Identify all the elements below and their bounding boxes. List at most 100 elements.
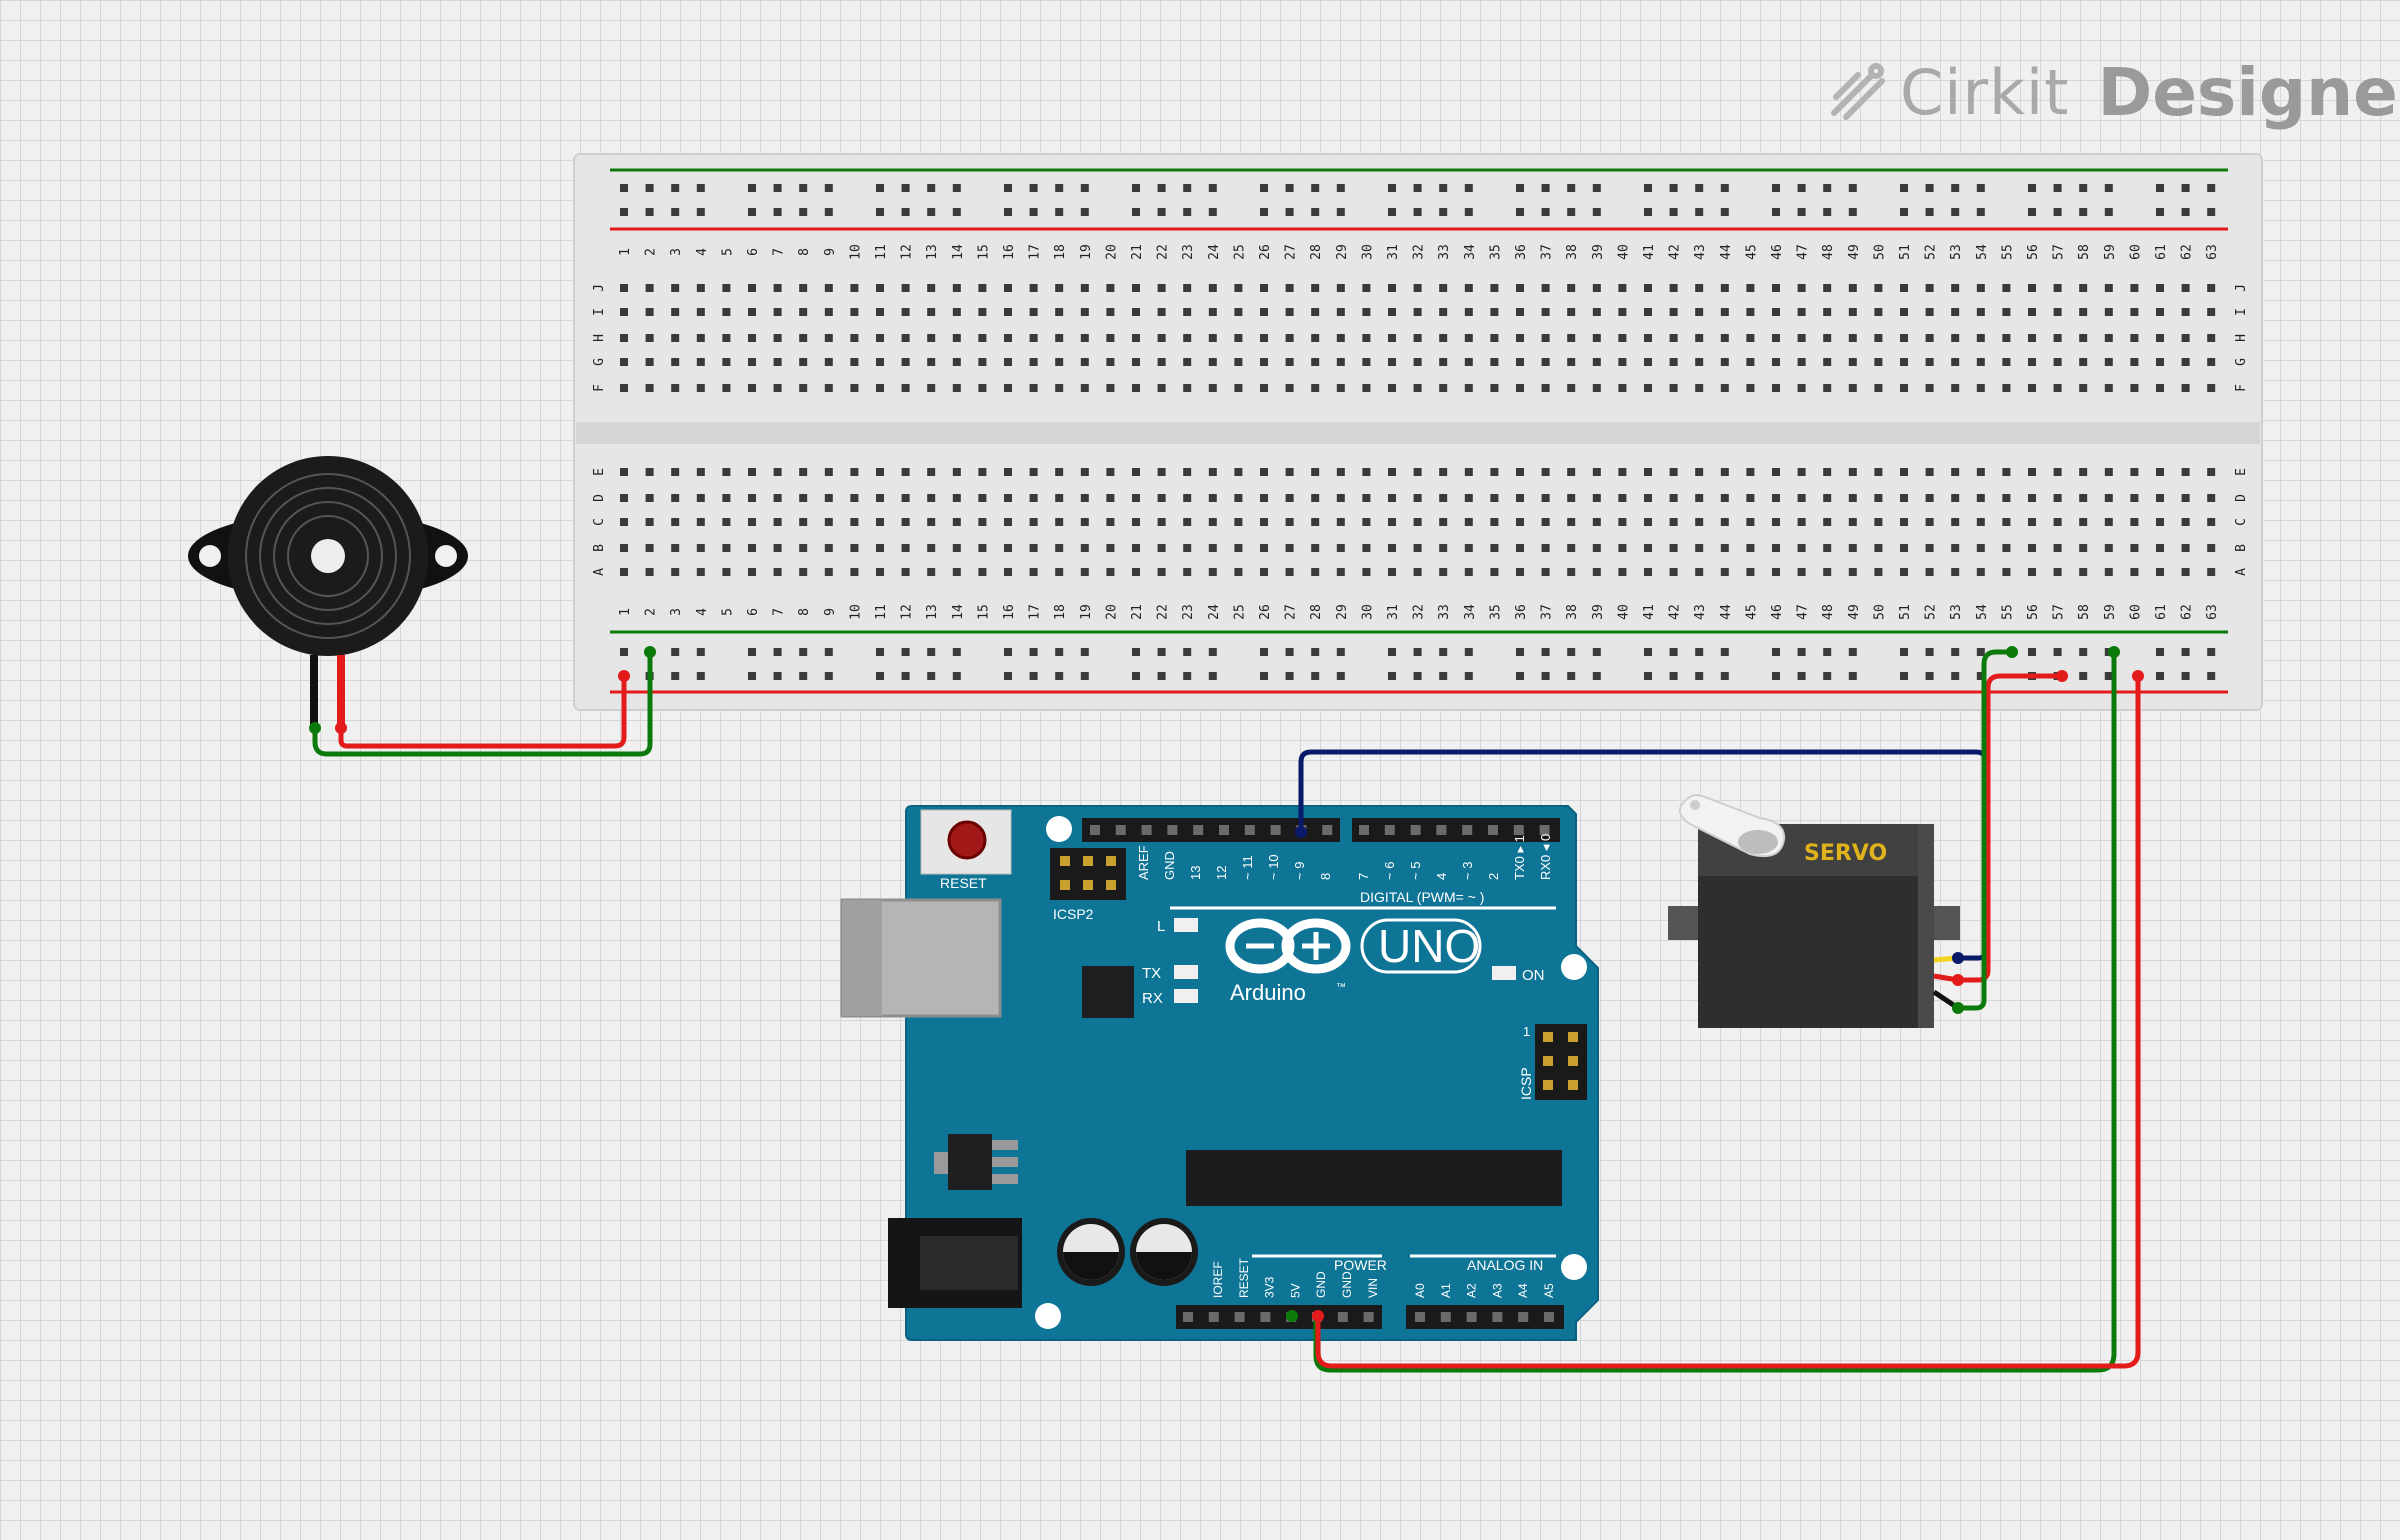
header-pin-hole[interactable] bbox=[1141, 825, 1152, 835]
breadboard-hole[interactable] bbox=[722, 518, 731, 526]
breadboard-hole[interactable] bbox=[1746, 358, 1755, 366]
breadboard-hole[interactable] bbox=[1439, 518, 1448, 526]
breadboard-hole[interactable] bbox=[1592, 544, 1601, 552]
rail-hole[interactable] bbox=[1029, 648, 1038, 656]
breadboard-hole[interactable] bbox=[696, 544, 705, 552]
breadboard-hole[interactable] bbox=[2028, 284, 2036, 292]
breadboard-hole[interactable] bbox=[1797, 544, 1806, 552]
breadboard-hole[interactable] bbox=[1567, 334, 1576, 342]
rail-hole[interactable] bbox=[1208, 648, 1217, 656]
rail-hole[interactable] bbox=[773, 648, 782, 656]
breadboard-hole[interactable] bbox=[1183, 468, 1192, 476]
breadboard-hole[interactable] bbox=[2156, 518, 2164, 526]
breadboard-hole[interactable] bbox=[2002, 358, 2011, 366]
breadboard-hole[interactable] bbox=[1362, 468, 1371, 476]
rail-hole[interactable] bbox=[952, 648, 961, 656]
breadboard-hole[interactable] bbox=[1669, 334, 1678, 342]
breadboard-hole[interactable] bbox=[671, 468, 680, 476]
breadboard-hole[interactable] bbox=[1413, 358, 1422, 366]
breadboard-hole[interactable] bbox=[1029, 308, 1038, 316]
rail-hole[interactable] bbox=[1823, 208, 1832, 216]
breadboard-hole[interactable] bbox=[1797, 468, 1806, 476]
rail-hole[interactable] bbox=[1772, 672, 1780, 680]
rail-hole[interactable] bbox=[2156, 648, 2164, 656]
breadboard-hole[interactable] bbox=[1976, 568, 1985, 576]
breadboard-hole[interactable] bbox=[1208, 468, 1217, 476]
breadboard-hole[interactable] bbox=[876, 544, 884, 552]
rail-hole[interactable] bbox=[748, 648, 756, 656]
rail-hole[interactable] bbox=[1439, 208, 1448, 216]
breadboard-hole[interactable] bbox=[1362, 568, 1371, 576]
breadboard-hole[interactable] bbox=[748, 468, 756, 476]
breadboard-hole[interactable] bbox=[1234, 544, 1243, 552]
breadboard-hole[interactable] bbox=[1285, 518, 1294, 526]
breadboard-hole[interactable] bbox=[2053, 544, 2062, 552]
breadboard-hole[interactable] bbox=[1900, 468, 1908, 476]
breadboard-hole[interactable] bbox=[1976, 334, 1985, 342]
breadboard-hole[interactable] bbox=[2207, 468, 2216, 476]
breadboard-hole[interactable] bbox=[2156, 358, 2164, 366]
breadboard-hole[interactable] bbox=[1823, 308, 1832, 316]
wire-buzzer-gnd[interactable] bbox=[312, 652, 653, 757]
rail-hole[interactable] bbox=[799, 208, 808, 216]
breadboard-hole[interactable] bbox=[1900, 544, 1908, 552]
breadboard-hole[interactable] bbox=[1260, 334, 1268, 342]
breadboard-hole[interactable] bbox=[773, 494, 782, 502]
rail-hole[interactable] bbox=[1311, 208, 1320, 216]
breadboard-hole[interactable] bbox=[1848, 568, 1857, 576]
breadboard-hole[interactable] bbox=[1695, 568, 1704, 576]
rail-hole[interactable] bbox=[876, 184, 884, 192]
breadboard-hole[interactable] bbox=[1260, 494, 1268, 502]
breadboard-hole[interactable] bbox=[1311, 494, 1320, 502]
breadboard-hole[interactable] bbox=[1106, 468, 1115, 476]
breadboard-hole[interactable] bbox=[1004, 358, 1012, 366]
rail-hole[interactable] bbox=[2156, 208, 2164, 216]
breadboard-hole[interactable] bbox=[1336, 518, 1345, 526]
breadboard-hole[interactable] bbox=[2130, 468, 2139, 476]
breadboard-hole[interactable] bbox=[1848, 308, 1857, 316]
header-pin-hole[interactable] bbox=[1518, 1312, 1529, 1322]
breadboard-hole[interactable] bbox=[1900, 334, 1908, 342]
breadboard-hole[interactable] bbox=[1106, 384, 1115, 392]
breadboard-hole[interactable] bbox=[1055, 544, 1064, 552]
breadboard-hole[interactable] bbox=[2181, 308, 2190, 316]
breadboard-hole[interactable] bbox=[1080, 568, 1089, 576]
rail-hole[interactable] bbox=[1541, 184, 1550, 192]
breadboard-hole[interactable] bbox=[2002, 544, 2011, 552]
breadboard-hole[interactable] bbox=[1516, 568, 1524, 576]
breadboard-hole[interactable] bbox=[1157, 544, 1166, 552]
breadboard-hole[interactable] bbox=[876, 358, 884, 366]
breadboard-hole[interactable] bbox=[1823, 334, 1832, 342]
rail-hole[interactable] bbox=[1439, 672, 1448, 680]
rail-hole[interactable] bbox=[1797, 184, 1806, 192]
breadboard-hole[interactable] bbox=[1644, 494, 1652, 502]
breadboard-hole[interactable] bbox=[2002, 284, 2011, 292]
breadboard-hole[interactable] bbox=[1772, 544, 1780, 552]
rail-hole[interactable] bbox=[773, 672, 782, 680]
rail-hole[interactable] bbox=[1976, 184, 1985, 192]
breadboard-hole[interactable] bbox=[1618, 384, 1627, 392]
breadboard-hole[interactable] bbox=[876, 468, 884, 476]
breadboard-hole[interactable] bbox=[1644, 358, 1652, 366]
rail-hole[interactable] bbox=[824, 208, 833, 216]
rail-hole[interactable] bbox=[1080, 672, 1089, 680]
breadboard-hole[interactable] bbox=[824, 308, 833, 316]
breadboard-hole[interactable] bbox=[2207, 384, 2216, 392]
breadboard-hole[interactable] bbox=[1208, 494, 1217, 502]
breadboard-hole[interactable] bbox=[620, 468, 628, 476]
rail-hole[interactable] bbox=[696, 208, 705, 216]
breadboard-hole[interactable] bbox=[1618, 334, 1627, 342]
breadboard-hole[interactable] bbox=[1746, 384, 1755, 392]
breadboard-hole[interactable] bbox=[2053, 494, 2062, 502]
breadboard-hole[interactable] bbox=[2079, 468, 2088, 476]
rail-hole[interactable] bbox=[1823, 184, 1832, 192]
breadboard-hole[interactable] bbox=[927, 468, 936, 476]
breadboard-hole[interactable] bbox=[1208, 308, 1217, 316]
breadboard-hole[interactable] bbox=[1106, 494, 1115, 502]
breadboard-hole[interactable] bbox=[2079, 284, 2088, 292]
wire-servo-power[interactable] bbox=[1958, 673, 2062, 983]
breadboard-hole[interactable] bbox=[2156, 384, 2164, 392]
breadboard-hole[interactable] bbox=[1874, 518, 1883, 526]
breadboard-hole[interactable] bbox=[1567, 518, 1576, 526]
rail-hole[interactable] bbox=[1183, 648, 1192, 656]
